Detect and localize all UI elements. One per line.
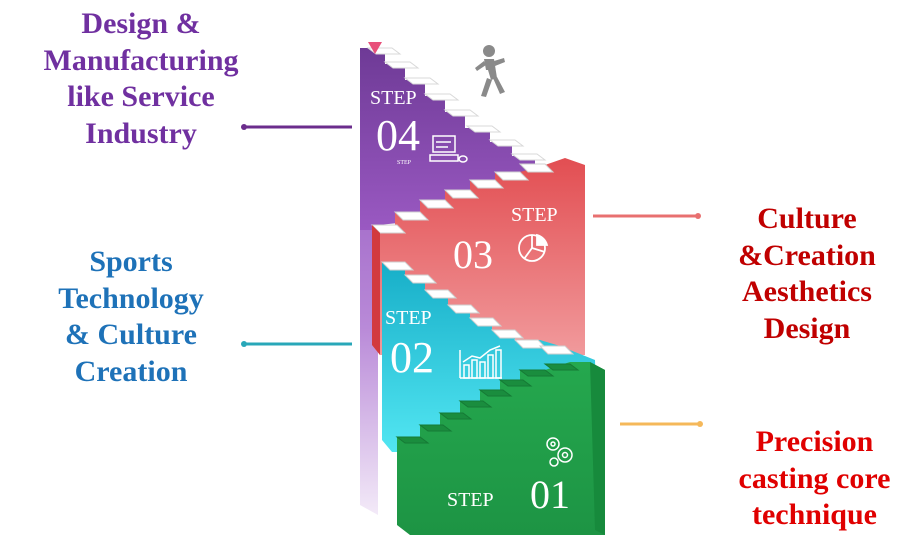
step-01-word: STEP — [447, 489, 494, 511]
step-01-band — [397, 362, 605, 535]
label-step-04-line-1: Design & — [81, 7, 201, 40]
label-step-01-line-1: Precision — [755, 425, 874, 458]
label-step-04-line-4: Industry — [85, 116, 197, 150]
step-04-word: STEP — [370, 87, 417, 109]
label-step-02-line-2: Technology — [58, 281, 204, 315]
running-person-icon — [475, 45, 505, 97]
label-step-03-line-3: Aesthetics — [742, 275, 872, 309]
label-step-04: Design & Manufacturing like Service Indu… — [10, 6, 272, 152]
step-01-right-face — [590, 362, 605, 535]
step-04-number: 04 — [376, 111, 420, 160]
label-step-03-line-1: Culture — [757, 202, 857, 235]
label-step-04-line-2: Manufacturing — [43, 43, 239, 77]
label-step-02: Sports Technology & Culture Creation — [10, 244, 252, 390]
connector-step-04 — [241, 124, 352, 130]
step-02-treads — [380, 261, 575, 355]
label-step-03-line-4: Design — [763, 311, 851, 345]
label-step-02-line-1: Sports — [89, 245, 173, 278]
computer-icon — [429, 135, 468, 163]
gears-icon — [546, 437, 573, 467]
connector-step-01 — [620, 421, 703, 427]
pie-chart-icon — [518, 233, 549, 262]
step-03-treads — [370, 163, 555, 234]
step-03-word: STEP — [511, 204, 558, 226]
bar-chart-icon — [459, 345, 502, 379]
connector-step-02 — [241, 341, 352, 347]
label-step-02-line-4: Creation — [74, 354, 188, 388]
label-step-01-line-2: casting core — [738, 461, 891, 495]
label-step-01: Precision casting core technique — [712, 424, 917, 534]
step-03-number: 03 — [453, 232, 493, 277]
label-step-02-line-3: & Culture — [65, 318, 197, 352]
step-04-small-word: STEP — [397, 160, 412, 166]
connector-step-03 — [593, 213, 701, 219]
label-step-01-line-3: technique — [751, 498, 877, 532]
step-01-treads — [395, 363, 580, 444]
label-step-03: Culture &Creation Aesthetics Design — [700, 201, 914, 347]
step-02-word: STEP — [385, 307, 432, 329]
label-step-03-line-2: &Creation — [738, 238, 876, 272]
step-03-side-edge — [372, 225, 380, 355]
step-02-number: 02 — [390, 333, 434, 382]
label-step-04-line-3: like Service — [67, 80, 215, 114]
arrow-down-icon — [368, 42, 382, 54]
step-01-number: 01 — [530, 472, 570, 517]
